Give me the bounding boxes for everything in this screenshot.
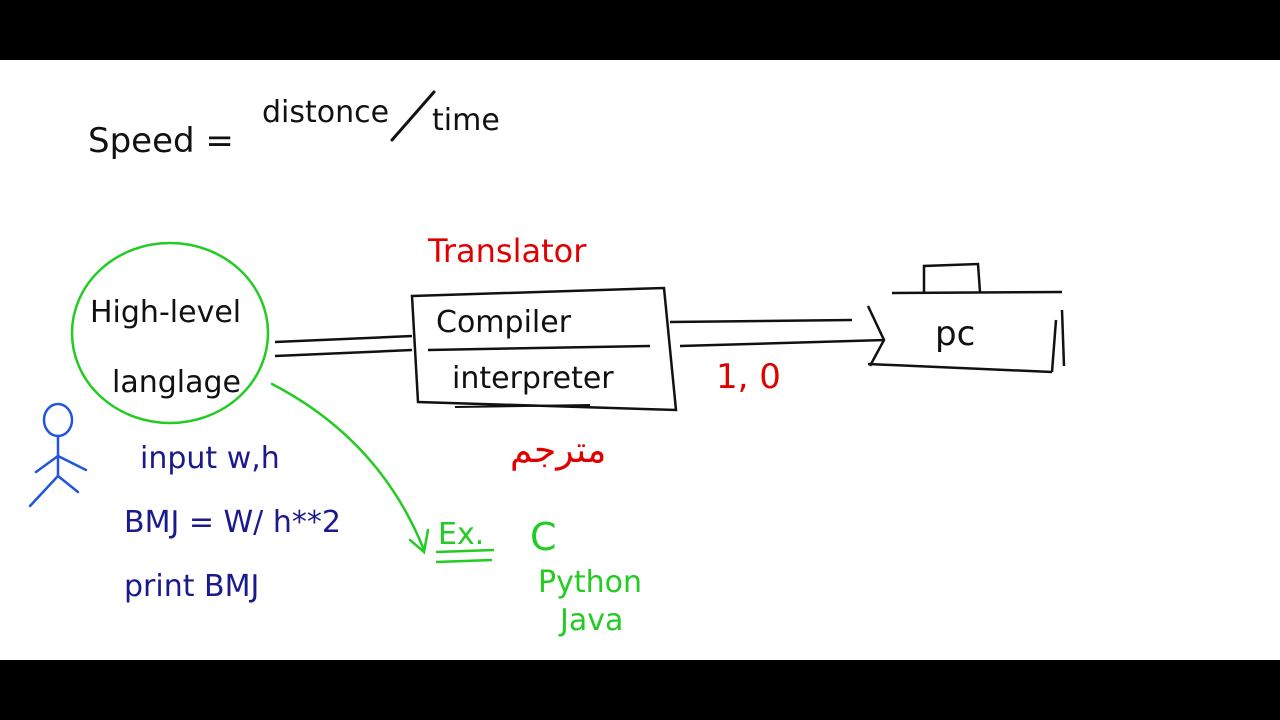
example-item-python: Python <box>538 565 642 600</box>
example-item-java: Java <box>558 603 623 638</box>
translator-option-compiler: Compiler <box>436 305 572 340</box>
source-language-node: High-level langlage <box>70 241 270 425</box>
examples-label: Ex. <box>438 517 484 552</box>
pc-label: pc <box>935 314 975 354</box>
source-circle <box>70 241 270 425</box>
examples-label-underline <box>435 548 495 564</box>
source-label-line2: langlage <box>112 365 241 400</box>
translator-option-interpreter: interpreter <box>452 361 614 396</box>
formula-slash <box>390 90 436 142</box>
translator-arabic-label: مترجم <box>510 430 606 471</box>
translator-title: Translator <box>427 232 587 270</box>
pc-icon: pc <box>867 262 1066 374</box>
source-to-translator-arrow <box>274 334 413 358</box>
examples-list: Ex. C Python Java <box>435 515 642 638</box>
program-line-2: BMJ = W/ h**2 <box>124 505 341 540</box>
binary-output-label: 1, 0 <box>716 357 781 397</box>
program-line-3: print BMJ <box>124 569 259 604</box>
formula-numerator: distonce <box>262 95 389 130</box>
example-item-c: C <box>530 515 557 559</box>
user-stick-figure-icon <box>28 402 88 508</box>
program-line-1: input w,h <box>140 441 280 476</box>
translator-to-pc-arrow <box>669 305 886 367</box>
speed-formula: Speed = distonce time <box>88 90 500 161</box>
formula-lhs: Speed = <box>88 121 234 161</box>
board-background <box>0 60 1280 660</box>
source-label-line1: High-level <box>90 295 241 330</box>
translator-box: Compiler interpreter <box>410 286 678 412</box>
translator-divider <box>427 344 651 352</box>
formula-denominator: time <box>432 103 500 138</box>
program-code: input w,h BMJ = W/ h**2 print BMJ <box>124 441 341 604</box>
examples-arrow <box>270 382 430 555</box>
interpreter-underline <box>454 404 591 408</box>
top-letterbox <box>0 0 1280 60</box>
bottom-letterbox <box>0 660 1280 720</box>
